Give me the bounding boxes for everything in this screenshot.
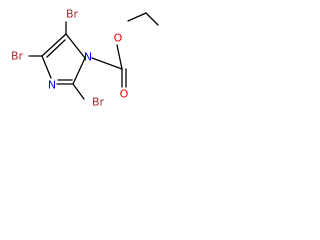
atom-o-ether: O: [114, 32, 123, 45]
atom-br-top: Br: [66, 8, 79, 21]
bond-c5-n1: [65, 33, 86, 59]
bond-oether-ch2: [127, 12, 147, 22]
molecule-diagram: Br Br Br N N O O: [11, 8, 159, 109]
bond-c4-c5: [41, 33, 67, 57]
atom-br-bottom: Br: [92, 96, 105, 109]
atom-n-substituted: N: [84, 51, 92, 64]
atom-br-left: Br: [11, 50, 24, 63]
bond-n1-c2: [72, 57, 86, 85]
atom-n-ring: N: [48, 79, 56, 92]
bond-n1-ccarbonyl: [91, 57, 123, 70]
bond-ccarbonyl-oether: [116, 44, 123, 70]
bond-c2-br: [72, 83, 85, 100]
bond-n3-c4: [41, 55, 52, 79]
atom-o-carbonyl: O: [120, 88, 129, 101]
bond-c4-c5-double: [46, 39, 66, 58]
bond-ch2-ch3: [145, 12, 159, 26]
atom-labels: Br Br Br N N O O: [11, 8, 129, 109]
bonds: [28, 12, 159, 100]
